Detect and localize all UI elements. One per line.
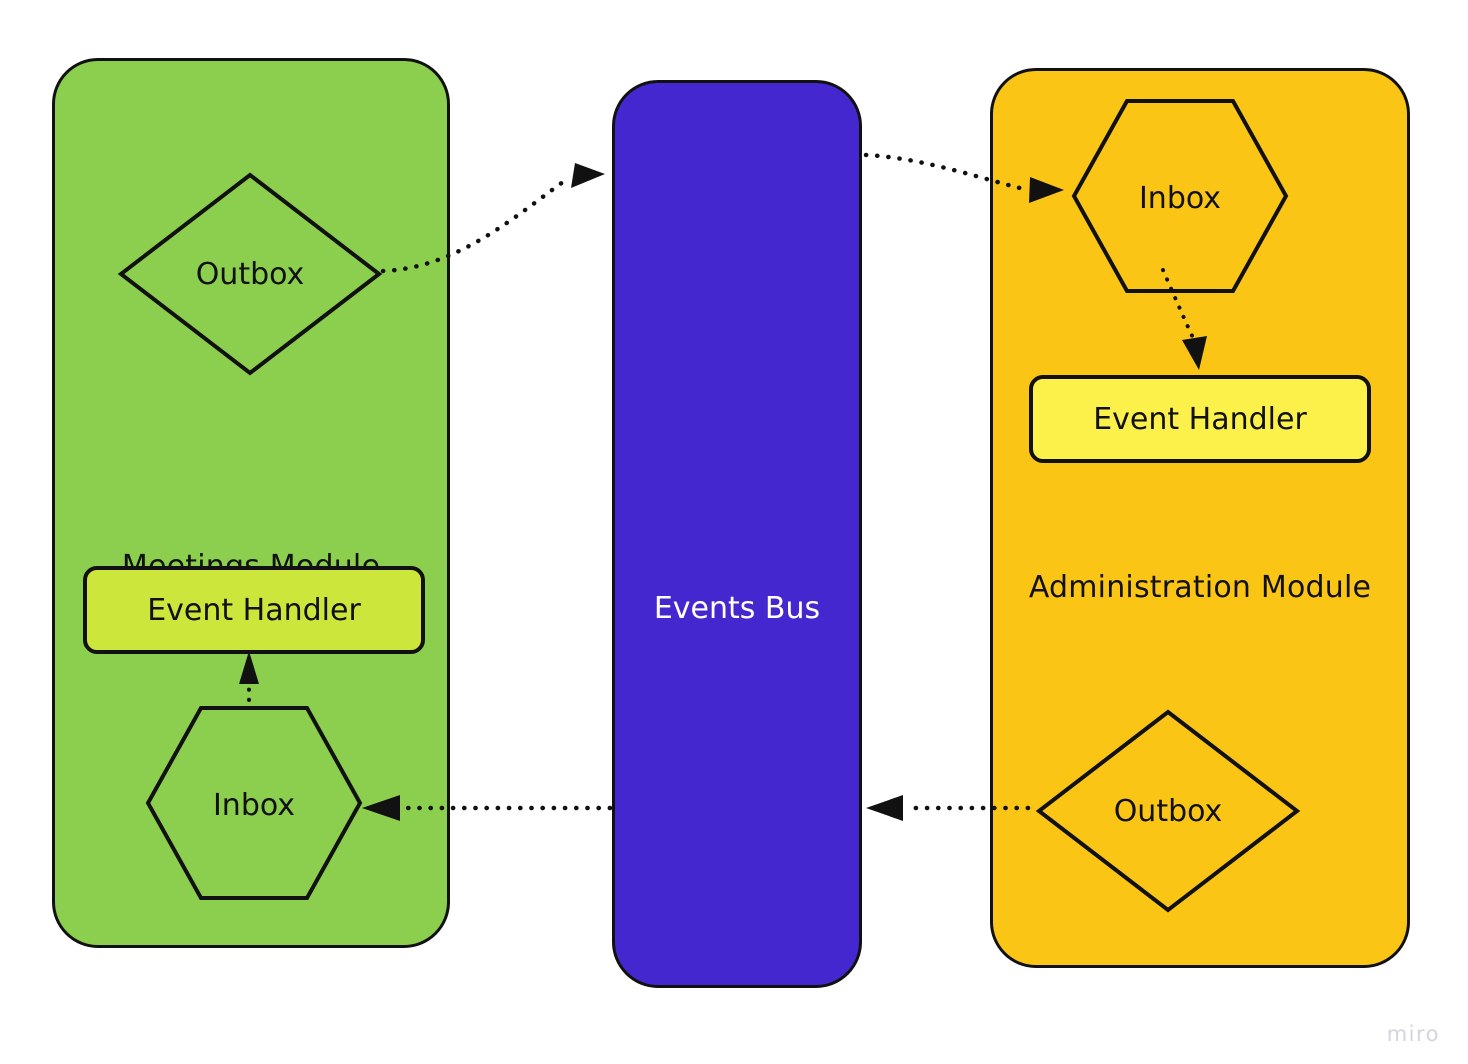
meetings-event-handler-label: Event Handler [147,592,361,628]
module-events-bus[interactable]: Events Bus [612,80,862,988]
meetings-inbox-shape[interactable] [143,703,365,903]
miro-watermark: miro [1386,1022,1440,1046]
admin-inbox-label: Inbox [1138,181,1222,216]
admin-outbox-shape[interactable] [1033,706,1303,916]
admin-inbox-shape[interactable] [1069,96,1291,296]
meetings-inbox-label: Inbox [212,788,296,823]
admin-outbox-label: Outbox [1113,794,1223,829]
meetings-event-handler[interactable]: Event Handler [83,566,425,654]
meetings-outbox-shape[interactable] [115,169,385,379]
meetings-outbox-label: Outbox [195,257,305,292]
module-meetings[interactable]: Meetings Module Outbox Event Handler Inb… [52,58,450,948]
module-administration[interactable]: Administration Module Inbox Event Handle… [990,68,1410,968]
module-administration-label: Administration Module [1028,570,1372,605]
module-events-bus-label: Events Bus [653,591,821,626]
admin-event-handler-label: Event Handler [1093,401,1307,437]
admin-event-handler[interactable]: Event Handler [1029,375,1371,463]
